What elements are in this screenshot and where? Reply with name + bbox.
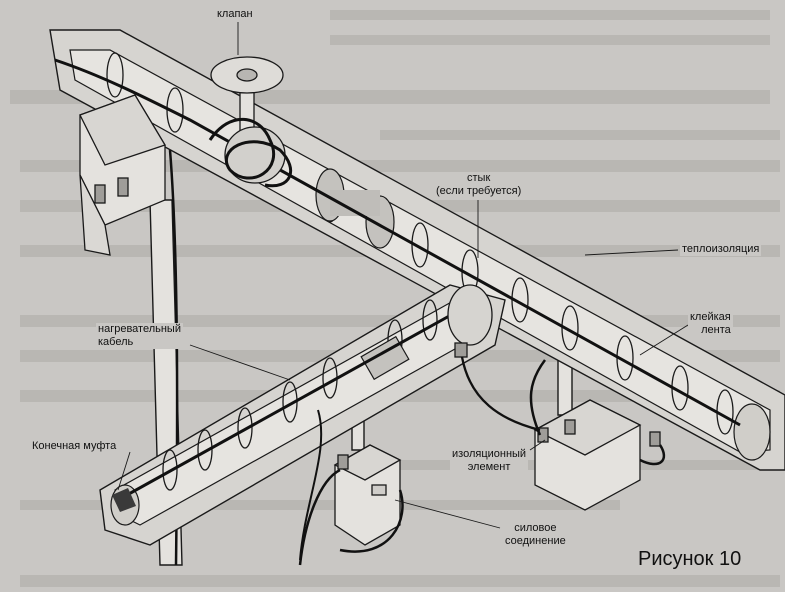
label-isolation-element: изоляционный элемент [450, 448, 529, 474]
center-box-label-plate [371, 484, 387, 496]
label-joint: стык (если требуется) [434, 172, 524, 198]
tee-collar [447, 284, 493, 346]
label-valve: клапан [215, 8, 255, 21]
leader-insulation [584, 249, 679, 256]
left-box-lid [79, 94, 166, 166]
branch-pipe-sleeve [360, 335, 410, 381]
end-seal-cap [112, 488, 136, 512]
valve-assembly [208, 56, 293, 188]
leader-isolation-element [529, 439, 546, 451]
center-box-to-pipe-cable [339, 489, 404, 553]
center-junction-box [298, 409, 404, 566]
left-box-gland-1 [94, 184, 106, 204]
valve-hub [236, 68, 258, 82]
right-junction-box [454, 342, 666, 511]
leader-lines [117, 22, 689, 529]
label-adhesive-tape: клейкая лента [688, 311, 733, 337]
right-box-gland-3 [649, 431, 661, 447]
left-box-gland-2 [117, 177, 129, 197]
label-insulation: теплоизоляция [680, 243, 762, 256]
valve-cable-loops [208, 117, 293, 188]
main-pipe-end [733, 403, 771, 461]
center-box-lid [333, 444, 402, 481]
branch-pipe-heating-cable [117, 308, 461, 502]
label-heating-cable: нагревательный кабель [96, 323, 183, 349]
leader-heating-cable [189, 344, 291, 381]
branch-cable-gland [454, 342, 468, 358]
leader-adhesive-tape [639, 324, 689, 356]
right-box-gland-2 [564, 419, 576, 435]
label-end-seal: Конечная муфта [30, 440, 119, 453]
branch-pipe [99, 284, 506, 546]
leader-end-seal [117, 451, 131, 491]
branch-to-box-cable [460, 356, 541, 432]
left-junction-box [79, 94, 179, 566]
right-box-gland-1 [537, 427, 549, 443]
left-box-bracket [79, 174, 111, 256]
right-box-cable-2 [639, 444, 666, 466]
right-box-lid [533, 399, 642, 456]
main-pipe-heating-cable [54, 58, 741, 427]
leader-power-connection [394, 499, 501, 529]
label-power-connection: силовое соединение [503, 522, 568, 548]
center-box-gland [337, 454, 349, 470]
center-box-drop-cable [299, 409, 323, 561]
figure-caption: Рисунок 10 [634, 548, 746, 571]
right-box-cable-1 [529, 359, 547, 436]
